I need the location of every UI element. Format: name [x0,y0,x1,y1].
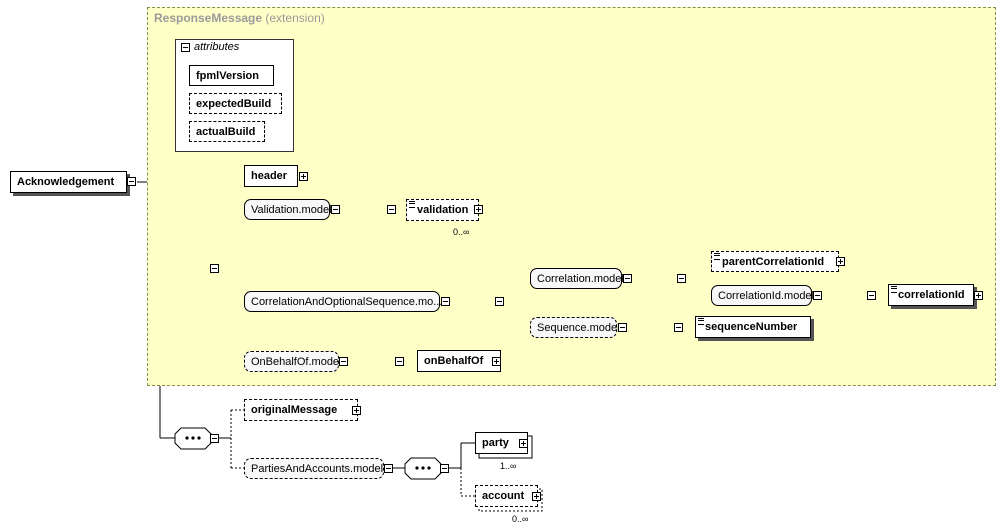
original-message-expand-icon[interactable] [352,406,361,415]
simple-content-icon [891,286,897,293]
sequence-on-behalf-collapse-icon[interactable] [395,357,404,366]
element-correlation-id[interactable]: correlationId [888,284,974,306]
simple-content-icon [409,201,415,208]
correlation-id-model-collapse-icon[interactable] [813,291,822,300]
group-sequence-model[interactable]: Sequence.model [530,317,620,338]
attribute-actual-build[interactable]: actualBuild [189,121,265,142]
group-correlation-id-model[interactable]: CorrelationId.model [711,285,814,306]
sequence-secondary-collapse-icon[interactable] [210,434,219,443]
sequence-sequence-collapse-icon[interactable] [674,323,683,332]
correlation-seq-model-collapse-icon[interactable] [441,297,450,306]
parties-accounts-model-collapse-icon[interactable] [384,464,393,473]
simple-content-icon [698,318,704,325]
account-expand-icon[interactable] [532,492,541,501]
element-account[interactable]: account [475,485,538,507]
simple-content-icon [714,253,720,260]
validation-model-collapse-icon[interactable] [331,205,340,214]
attributes-collapse-icon[interactable] [181,43,190,52]
validation-cardinality: 0..∞ [453,227,470,237]
element-validation[interactable]: validation [406,199,479,221]
root-element-acknowledgement[interactable]: Acknowledgement [10,171,127,193]
sequence-validation-collapse-icon[interactable] [387,205,396,214]
party-cardinality: 1..∞ [500,461,517,471]
element-original-message[interactable]: originalMessage [244,399,358,421]
sequence-correlation-model-collapse-icon[interactable] [677,274,686,283]
group-on-behalf-of-model[interactable]: OnBehalfOf.model [244,351,342,372]
on-behalf-of-model-collapse-icon[interactable] [339,357,348,366]
sequence-main-collapse-icon[interactable] [210,264,219,273]
correlation-id-expand-icon[interactable] [974,291,983,300]
group-validation-model[interactable]: Validation.model [244,199,332,220]
account-cardinality: 0..∞ [512,514,529,524]
element-on-behalf-of[interactable]: onBehalfOf [417,350,501,372]
element-header[interactable]: header [244,165,298,187]
extension-title: ResponseMessage (extension) [154,11,325,25]
element-sequence-number[interactable]: sequenceNumber [695,316,811,338]
sequence-parties-collapse-icon[interactable] [440,464,449,473]
group-correlation-and-optional-sequence-model[interactable]: CorrelationAndOptionalSequence.mo... [244,291,442,312]
on-behalf-of-expand-icon[interactable] [492,357,501,366]
attribute-expected-build[interactable]: expectedBuild [189,93,282,114]
sequence-model-collapse-icon[interactable] [618,323,627,332]
extension-type-name: ResponseMessage [154,11,263,25]
validation-expand-icon[interactable] [474,205,483,214]
party-expand-icon[interactable] [519,439,528,448]
extension-kind: (extension) [265,11,325,25]
header-expand-icon[interactable] [299,172,308,181]
sequence-correlation-collapse-icon[interactable] [495,297,504,306]
element-party[interactable]: party [475,432,528,454]
correlation-model-collapse-icon[interactable] [623,274,632,283]
group-parties-and-accounts-model[interactable]: PartiesAndAccounts.model [244,458,384,479]
sequence-correlation-id-collapse-icon[interactable] [867,291,876,300]
element-parent-correlation-id[interactable]: parentCorrelationId [711,251,839,272]
parent-correlation-id-expand-icon[interactable] [836,257,845,266]
attribute-fpml-version[interactable]: fpmlVersion [189,65,274,86]
root-collapse-icon[interactable] [127,177,136,186]
attributes-heading: attributes [194,41,240,53]
group-correlation-model[interactable]: Correlation.model [530,268,624,289]
